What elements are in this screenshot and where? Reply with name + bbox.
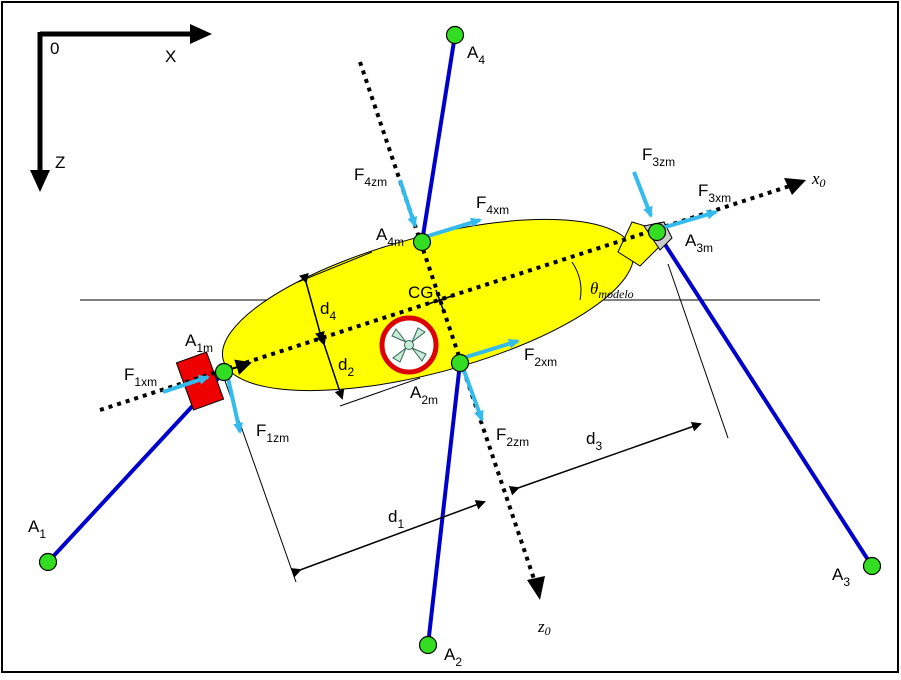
f3zm-arrow (632, 171, 653, 218)
node-a2m (450, 353, 470, 373)
label-x0: x0 (811, 169, 826, 190)
label-a1m: A1m (185, 331, 213, 355)
d3-ext-right (667, 263, 729, 439)
nodes (38, 25, 882, 655)
reference-axes: 0 X Z (30, 24, 212, 192)
body-axes (99, 61, 806, 600)
x-axis-arrow (190, 24, 212, 44)
z0-axis-arrow (527, 576, 545, 600)
d2-arrow (316, 334, 345, 400)
label-f3zm: F3zm (642, 145, 675, 169)
d3-arrow (508, 421, 702, 496)
d1-arrow (290, 500, 486, 578)
label-f3xm: F3xm (698, 181, 731, 205)
node-a4m (412, 232, 432, 252)
label-f4xm: F4xm (476, 193, 509, 217)
node-a1 (38, 552, 58, 572)
label-f2xm: F2xm (524, 345, 557, 369)
label-f1xm: F1xm (124, 365, 157, 389)
x0-axis-arrow (784, 178, 806, 195)
label-a3: A3 (832, 565, 850, 589)
cg-marker (427, 289, 453, 313)
node-a3 (862, 556, 882, 576)
theta-arc (571, 261, 582, 301)
label-f1zm: F1zm (256, 421, 289, 445)
label-d2: d2 (338, 355, 354, 379)
f4zm-arrow (398, 179, 417, 228)
d4-arrow (299, 272, 325, 342)
label-z0: z0 (537, 617, 551, 638)
label-d4: d4 (320, 299, 336, 323)
node-a4 (445, 25, 465, 45)
label-a4: A4 (467, 43, 485, 67)
label-a4m: A4m (376, 225, 404, 249)
hull (221, 218, 673, 392)
cable-a4 (420, 34, 457, 243)
propeller-blades-icon (391, 327, 427, 363)
label-theta: θmodelo (590, 279, 634, 301)
cable-a3 (655, 230, 874, 568)
label-cg: CG (408, 283, 434, 302)
f2zm-arrow (461, 367, 484, 422)
f1zm-arrow (226, 377, 243, 434)
propeller (379, 315, 439, 375)
label-d1: d1 (388, 507, 404, 531)
label-a2: A2 (444, 645, 462, 669)
f2xm-arrow (462, 338, 520, 360)
label-a2m: A2m (410, 383, 438, 407)
f3xm-arrow (661, 209, 718, 230)
node-a2 (418, 635, 438, 655)
z-axis-label: Z (55, 153, 65, 172)
label-a3m: A3m (685, 231, 713, 255)
z0-axis-line (358, 61, 538, 586)
f1xm-arrow (162, 375, 210, 394)
label-d3: d3 (586, 429, 602, 453)
cg-cross-v (435, 289, 445, 313)
labels: A1 A2 A3 A4 A1m A2m A3m A4m F1xm F1zm F2… (28, 43, 850, 669)
f4xm-arrow (427, 217, 482, 238)
origin-label: 0 (50, 39, 59, 58)
d2-ext-bot (339, 377, 421, 407)
z-axis-arrow (30, 170, 50, 192)
label-a1: A1 (28, 517, 46, 541)
x-axis-label: X (165, 47, 176, 66)
node-a1m (214, 362, 234, 382)
node-a3m (647, 222, 667, 242)
force-arrows (162, 171, 718, 434)
label-f4zm: F4zm (354, 165, 387, 189)
label-f2zm: F2zm (496, 425, 529, 449)
